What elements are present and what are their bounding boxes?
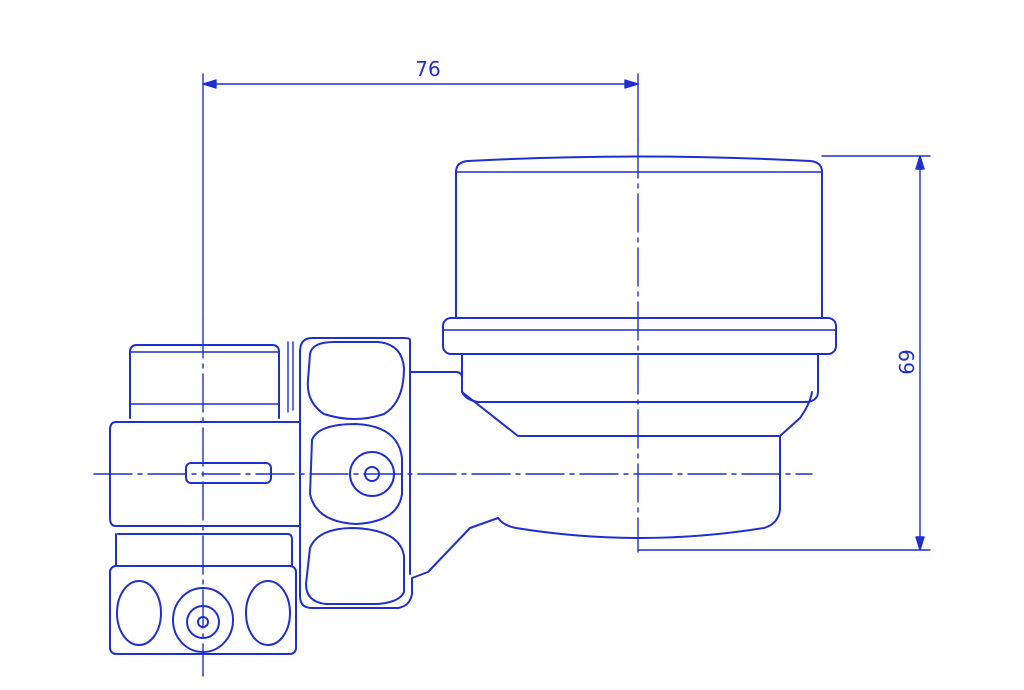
dimension-height bbox=[637, 155, 931, 551]
meter-body bbox=[409, 353, 819, 539]
dimension-width-label: 76 bbox=[415, 57, 440, 81]
dimension-width bbox=[202, 73, 639, 321]
dimension-height-label: 69 bbox=[895, 349, 919, 374]
threaded-nipple bbox=[129, 341, 294, 419]
center-lines bbox=[93, 139, 813, 677]
meter-flange bbox=[442, 317, 837, 355]
valve-block bbox=[299, 337, 499, 609]
meter-cap bbox=[455, 155, 823, 319]
